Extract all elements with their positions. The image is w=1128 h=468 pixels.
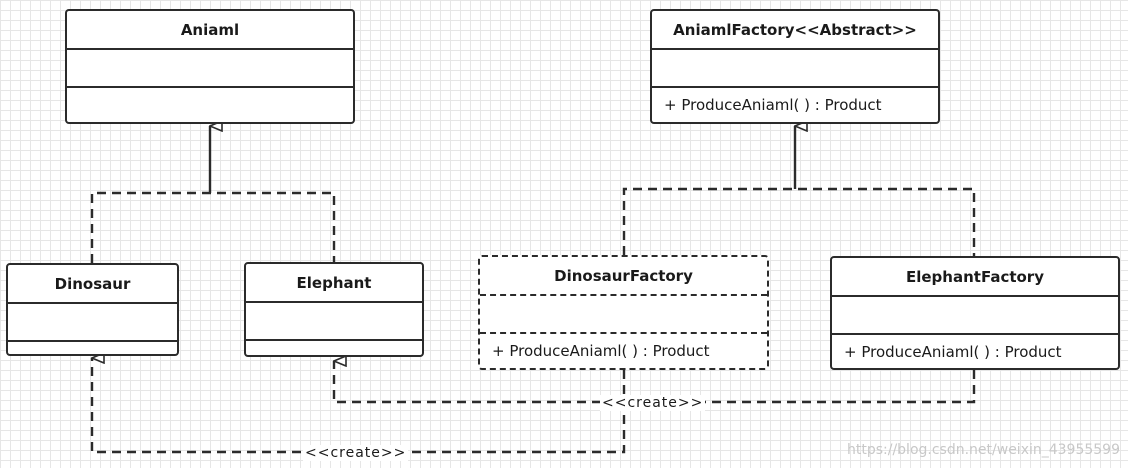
class-elephant-operations xyxy=(246,341,422,355)
class-dinosaur-attributes xyxy=(8,304,177,342)
watermark: https://blog.csdn.net/weixin_43955599 xyxy=(846,442,1120,458)
create-label-lower: <<create>> xyxy=(303,445,409,461)
class-dinosaur-operations xyxy=(8,342,177,354)
class-animal-factory-name: AniamlFactory<<Abstract>> xyxy=(652,11,938,50)
class-animal-factory-attributes xyxy=(652,50,938,88)
class-animal-factory-operation: + ProduceAniaml( ) : Product xyxy=(664,96,882,114)
class-dinosaur-factory-name: DinosaurFactory xyxy=(480,257,767,296)
class-animal-name: Aniaml xyxy=(67,11,353,50)
class-elephant[interactable]: Elephant xyxy=(244,262,424,357)
class-dinosaur-name: Dinosaur xyxy=(8,265,177,304)
class-elephant-attributes xyxy=(246,303,422,341)
class-animal-operations xyxy=(67,88,353,122)
class-animal[interactable]: Aniaml xyxy=(65,9,355,124)
class-elephant-factory-operation: + ProduceAniaml( ) : Product xyxy=(844,342,1062,361)
class-elephant-factory-attributes xyxy=(832,297,1118,335)
class-elephant-factory-name: ElephantFactory xyxy=(832,258,1118,297)
class-animal-attributes xyxy=(67,50,353,88)
class-dinosaur-factory-operation: + ProduceAniaml( ) : Product xyxy=(492,342,710,360)
create-label-upper: <<create>> xyxy=(600,395,706,411)
inheritance-branch-dinosaur-elephant xyxy=(90,191,336,263)
class-elephant-name: Elephant xyxy=(246,264,422,303)
inheritance-branch-factories xyxy=(622,187,976,256)
class-dinosaur-factory-attributes xyxy=(480,296,767,334)
class-dinosaur[interactable]: Dinosaur xyxy=(6,263,179,356)
class-dinosaur-factory[interactable]: DinosaurFactory + ProduceAniaml( ) : Pro… xyxy=(478,255,769,370)
class-elephant-factory[interactable]: ElephantFactory + ProduceAniaml( ) : Pro… xyxy=(830,256,1120,370)
create-dependency-dinosaur xyxy=(90,358,626,454)
class-animal-factory[interactable]: AniamlFactory<<Abstract>> + ProduceAniam… xyxy=(650,9,940,124)
